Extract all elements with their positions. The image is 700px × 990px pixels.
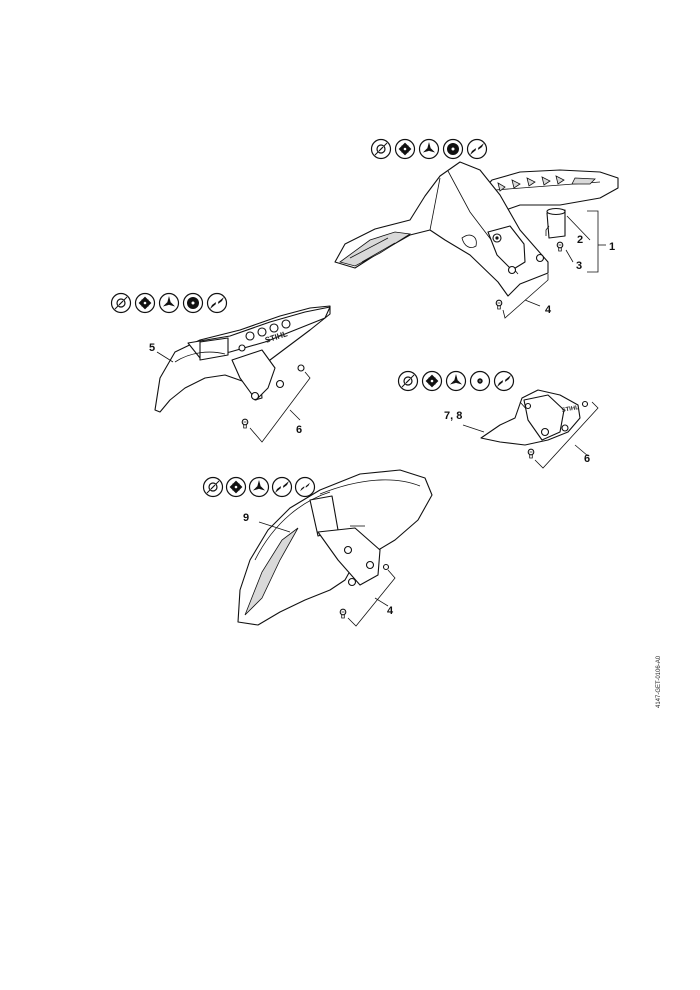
trimmer-head-icon	[397, 370, 419, 392]
two-blade-knife-icon	[271, 476, 293, 498]
two-blade-knife-icon	[493, 370, 515, 392]
small-knife-icon	[294, 476, 316, 498]
deflector-guard-5: STIHL	[154, 305, 331, 429]
callout-1: 1	[609, 241, 615, 253]
three-blade-knife-icon	[445, 370, 467, 392]
four-blade-knife-icon	[421, 370, 443, 392]
two-blade-knife-icon	[466, 138, 488, 160]
four-blade-knife-icon	[394, 138, 416, 160]
callout-5: 5	[149, 342, 155, 354]
three-blade-knife-icon	[418, 138, 440, 160]
icon-row-guard-1	[370, 138, 488, 160]
circular-saw-blade-icon	[469, 370, 491, 392]
four-blade-knife-icon	[134, 292, 156, 314]
callout-4: 4	[545, 304, 552, 316]
four-blade-knife-icon	[225, 476, 247, 498]
nut	[382, 563, 390, 571]
leaders-guard-9	[258, 521, 396, 627]
stihl-logo: STIHL	[561, 405, 579, 414]
three-blade-knife-icon	[158, 292, 180, 314]
leaders-guard-1	[502, 210, 606, 319]
callout-7-8: 7, 8	[444, 410, 462, 422]
callout-3: 3	[576, 260, 582, 272]
callout-2: 2	[577, 234, 583, 246]
nut	[581, 400, 589, 408]
leaders-guard-7	[462, 401, 599, 469]
document-code: 4147-GET-0106-A0	[656, 655, 662, 708]
circular-saw-blade-icon	[442, 138, 464, 160]
deflector-guard-7: STIHL	[480, 389, 589, 459]
callout-6: 6	[296, 424, 302, 436]
nut	[297, 364, 305, 372]
trimmer-head-icon	[110, 292, 132, 314]
icon-row-guard-7	[397, 370, 515, 392]
two-blade-knife-icon	[206, 292, 228, 314]
callout-6: 6	[584, 453, 590, 465]
trimmer-head-icon	[370, 138, 392, 160]
deflector-guard-9	[237, 469, 433, 626]
icon-row-guard-9	[202, 476, 316, 498]
three-blade-knife-icon	[248, 476, 270, 498]
deflector-guard-1	[334, 161, 619, 310]
leaders-guard-5	[156, 351, 311, 443]
trimmer-head-icon	[202, 476, 224, 498]
callout-4: 4	[387, 605, 394, 617]
circular-saw-blade-icon	[182, 292, 204, 314]
callout-9: 9	[243, 512, 249, 524]
icon-row-guard-5	[110, 292, 228, 314]
